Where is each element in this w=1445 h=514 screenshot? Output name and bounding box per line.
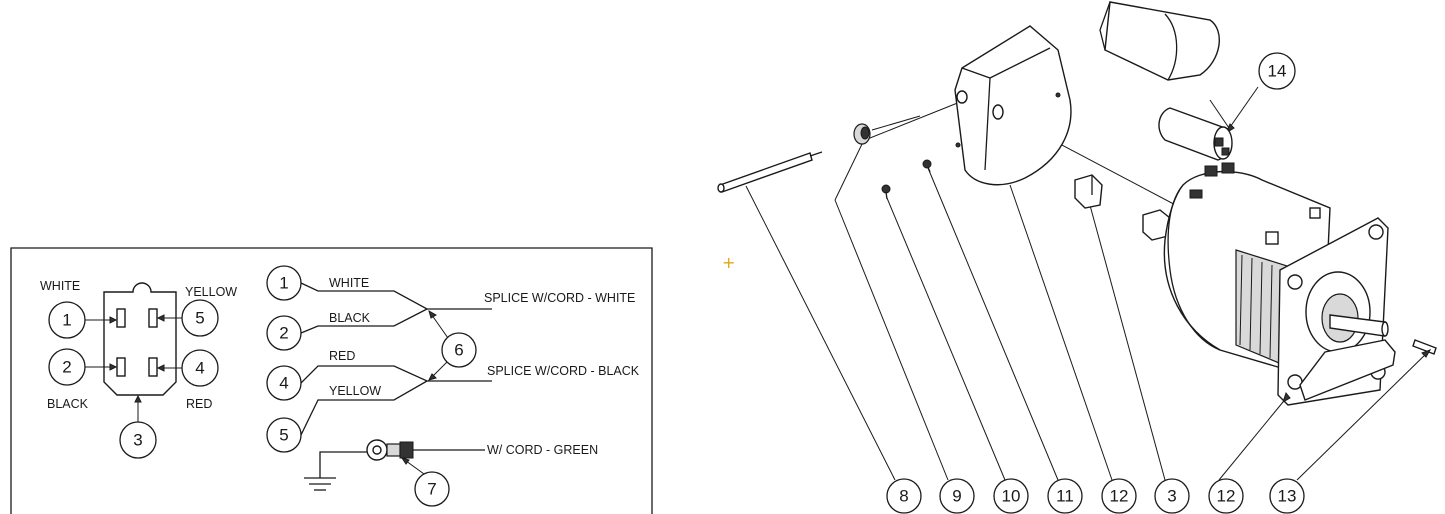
- splice-num-5: 5: [279, 426, 288, 445]
- label-black: BLACK: [47, 397, 89, 411]
- callout-text-5: 5: [195, 309, 204, 328]
- part-14-capacitor: [1158, 107, 1233, 161]
- exploded-callout-3: 3: [1167, 487, 1176, 506]
- callout-bubble-3: [119, 421, 157, 459]
- splice-num-4: 4: [279, 374, 288, 393]
- callout-bubble-1: [48, 301, 86, 339]
- ring-terminal-icon: [366, 439, 485, 461]
- terminal-1: [116, 308, 126, 328]
- callout-bubble-4: [181, 349, 219, 387]
- connector-diagram: 1 5 2 4 3 WHITE YELLOW BLACK RED: [40, 279, 237, 459]
- splice-label-white: WHITE: [329, 276, 369, 290]
- callout-text-1: 1: [62, 311, 71, 330]
- part-shaft: [1329, 314, 1389, 337]
- callout-text-6: 6: [454, 341, 463, 360]
- callout-bubble-7: [414, 471, 450, 507]
- part-12-connector: [1074, 174, 1171, 241]
- splice-black-label: SPLICE W/CORD - BLACK: [487, 364, 640, 378]
- splice-num-2: 2: [279, 324, 288, 343]
- label-white: WHITE: [40, 279, 80, 293]
- terminal-5: [148, 308, 158, 328]
- exploded-callout-14: 14: [1268, 62, 1287, 81]
- callout-text-3: 3: [133, 431, 142, 450]
- label-yellow: YELLOW: [185, 285, 237, 299]
- exploded-callout-bubble-14: [1258, 52, 1296, 90]
- exploded-callout-9: 9: [952, 487, 961, 506]
- label-red: RED: [186, 397, 212, 411]
- part-8-rod: [717, 151, 823, 193]
- part-cover-plate: [954, 25, 1072, 186]
- exploded-callout-11: 11: [1056, 487, 1074, 506]
- part-capacitor-shield: [1099, 1, 1220, 81]
- connector-housing: [103, 282, 177, 396]
- exploded-callout-12b: 12: [1217, 487, 1236, 506]
- exploded-callout-13: 13: [1278, 487, 1297, 506]
- callout-bubble-5: [181, 299, 219, 337]
- splice-label-yellow: YELLOW: [329, 384, 381, 398]
- wiring-panel: [10, 247, 653, 514]
- part-9-bushing: [853, 115, 921, 145]
- part-11-screw: [922, 159, 932, 173]
- exploded-view: 14 8 9 10 11 12 3 12 13: [717, 1, 1437, 514]
- exploded-callout-12a: 12: [1110, 487, 1129, 506]
- part-10-screw: [881, 184, 891, 200]
- splice-label-red: RED: [329, 349, 355, 363]
- callout-bubble-2: [48, 348, 86, 386]
- ground-label: W/ CORD - GREEN: [487, 443, 598, 457]
- cursor-marker-icon: +: [722, 253, 735, 272]
- terminal-2: [116, 357, 126, 377]
- callout-text-7: 7: [427, 480, 436, 499]
- splice-diagram: 1 2 4 5 WHITE BLACK RED YELLOW SPLICE W/…: [266, 265, 640, 507]
- splice-label-black: BLACK: [329, 311, 371, 325]
- ground-symbol-icon: [304, 451, 367, 491]
- wiring-panel-border: [10, 247, 653, 514]
- wire-red: [300, 365, 492, 384]
- callout-text-4: 4: [195, 359, 204, 378]
- exploded-callout-10: 10: [1002, 487, 1021, 506]
- exploded-callout-8: 8: [899, 487, 908, 506]
- splice-num-1: 1: [279, 274, 288, 293]
- wire-white: [300, 282, 492, 310]
- terminal-4: [148, 357, 158, 377]
- callout-bubble-6: [441, 332, 477, 368]
- splice-white-label: SPLICE W/CORD - WHITE: [484, 291, 635, 305]
- callout-text-2: 2: [62, 358, 71, 377]
